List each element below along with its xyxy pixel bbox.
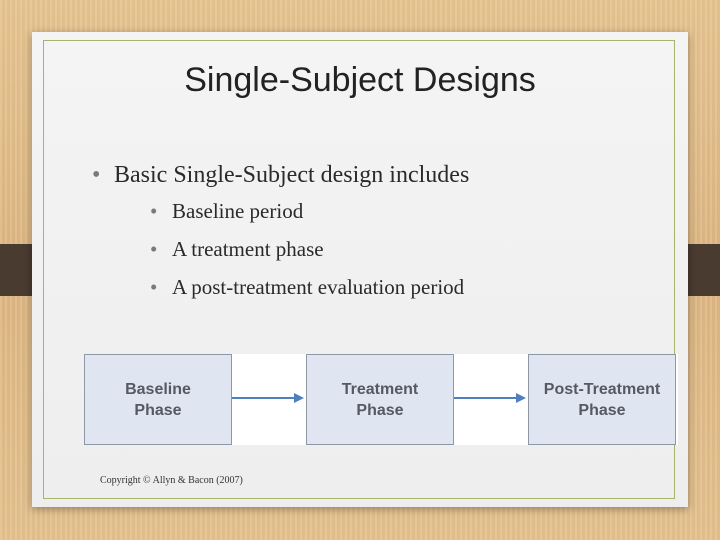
slide-inner-border: [43, 40, 675, 499]
arrow-baseline-to-treatment: [232, 393, 304, 403]
sub-bullet-list: Baseline period A treatment phase A post…: [114, 198, 469, 300]
sub-bullet-post-treatment: A post-treatment evaluation period: [150, 274, 469, 300]
post-treatment-phase-box: Post-Treatment Phase: [528, 354, 676, 445]
copyright-text: Copyright © Allyn & Bacon (2007): [100, 475, 243, 486]
phase-diagram: Baseline Phase Treatment Phase Post-Trea…: [84, 354, 678, 445]
sub-bullet-treatment: A treatment phase: [150, 236, 469, 262]
bullet-main: Basic Single-Subject design includes Bas…: [92, 160, 469, 300]
bullet-list: Basic Single-Subject design includes Bas…: [92, 160, 469, 312]
treatment-phase-box: Treatment Phase: [306, 354, 454, 445]
sub-bullet-baseline: Baseline period: [150, 198, 469, 224]
arrow-treatment-to-post: [454, 393, 526, 403]
bullet-main-text: Basic Single-Subject design includes: [114, 162, 470, 188]
slide-title: Single-Subject Designs: [184, 61, 536, 99]
slide-card: Single-Subject Designs Basic Single-Subj…: [32, 32, 688, 507]
baseline-phase-box: Baseline Phase: [84, 354, 232, 445]
